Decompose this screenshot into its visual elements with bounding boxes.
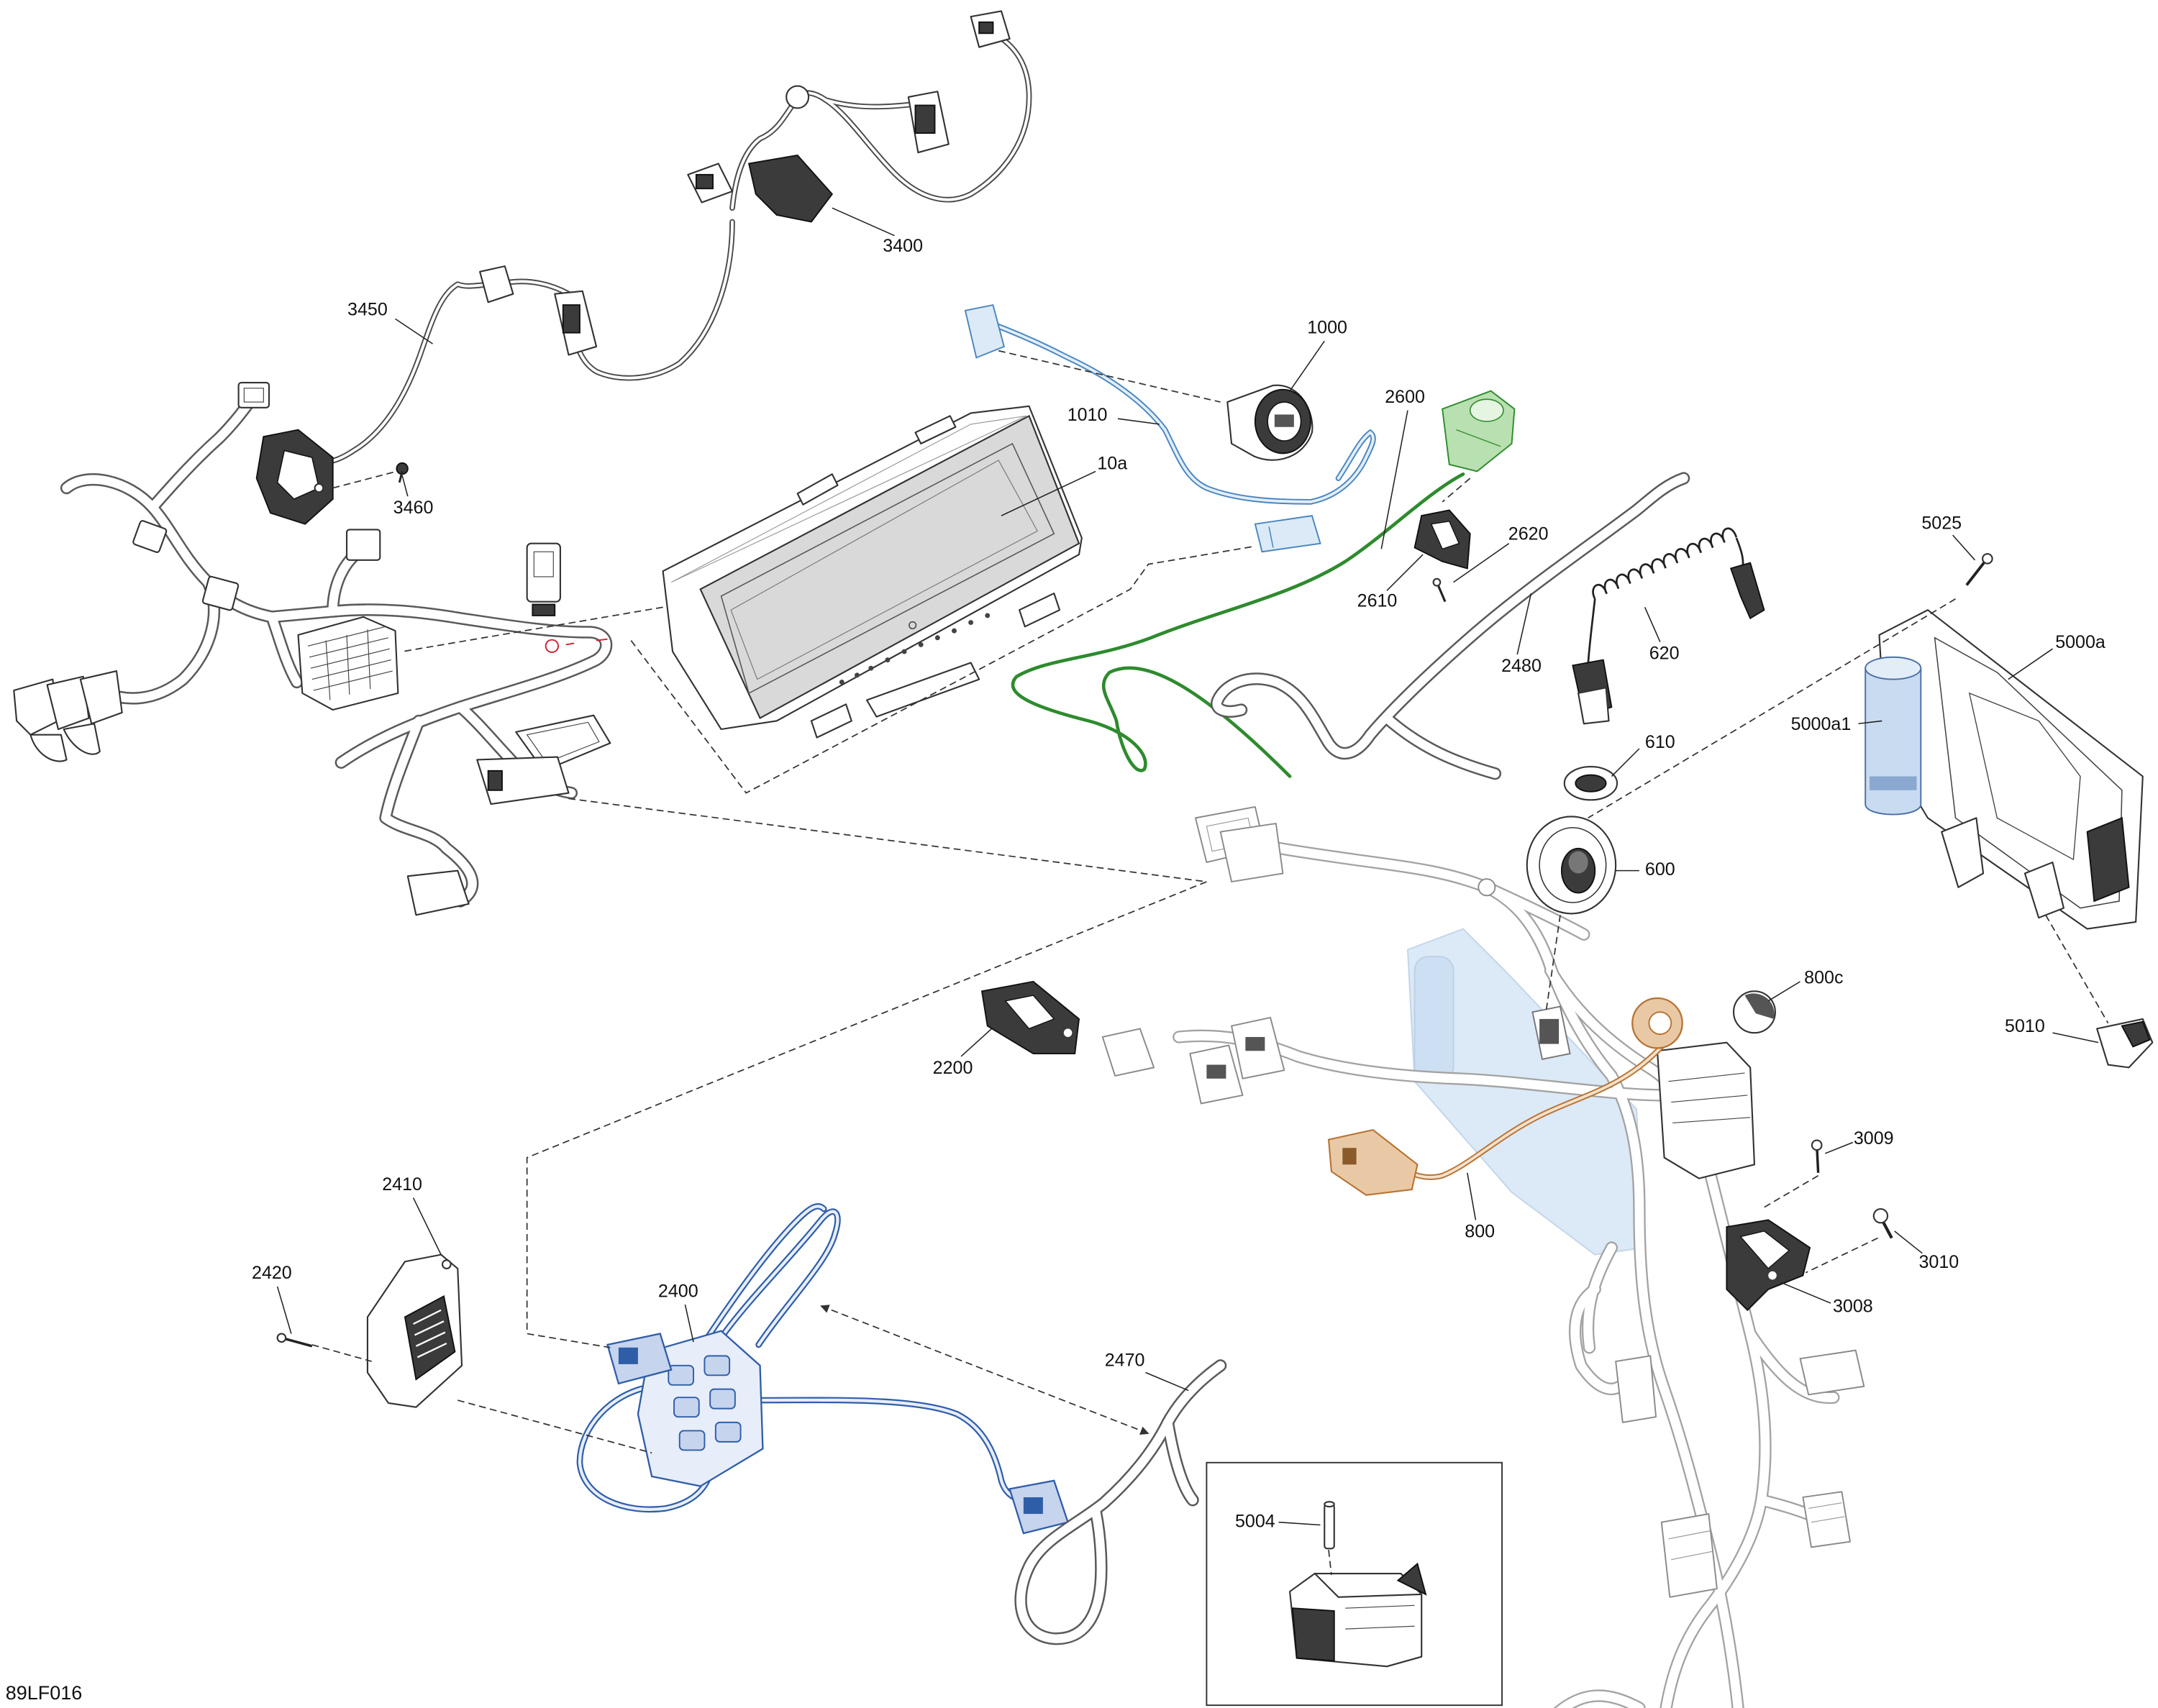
label-610: 610 <box>1645 732 1675 752</box>
part-610-ring <box>1563 765 1618 801</box>
relay-box <box>1656 1041 1756 1179</box>
part-labels: 3400 3450 3460 1000 1010 10a 2600 2620 2… <box>6 236 2105 1704</box>
part-2200-sensor <box>980 980 1080 1055</box>
label-3460: 3460 <box>393 498 434 518</box>
part-800-wire <box>1327 997 1683 1196</box>
label-2420: 2420 <box>252 1263 292 1283</box>
part-3460-module <box>255 429 334 525</box>
label-2410: 2410 <box>382 1174 422 1195</box>
label-2600: 2600 <box>1385 387 1425 407</box>
relay-5004 <box>1288 1562 1427 1668</box>
label-1000: 1000 <box>1307 318 1347 338</box>
part-2420-screw <box>276 1333 313 1348</box>
label-2200: 2200 <box>933 1058 973 1078</box>
part-5025-screw <box>1965 553 1993 586</box>
label-1010: 1010 <box>1067 405 1108 425</box>
inset-box <box>1206 1461 1503 1707</box>
label-10a: 10a <box>1097 453 1127 473</box>
part-2400-switch-harness <box>580 1206 1070 1535</box>
label-800c: 800c <box>1804 968 1843 988</box>
label-5004: 5004 <box>1235 1511 1275 1531</box>
part-1000-socket <box>1226 384 1314 461</box>
label-800: 800 <box>1465 1221 1495 1241</box>
instrument-harness <box>13 382 610 916</box>
part-2600-wire <box>1011 390 1516 778</box>
label-2470: 2470 <box>1105 1351 1145 1371</box>
instrument-cluster-10a <box>662 405 1083 739</box>
label-620: 620 <box>1649 644 1680 664</box>
part-800c-cap <box>1732 990 1776 1034</box>
label-3008: 3008 <box>1833 1297 1873 1317</box>
part-2620-screw <box>1432 577 1447 603</box>
harness-3400-3450 <box>312 10 1029 462</box>
main-harness <box>1179 805 1865 1708</box>
part-3010-screw <box>1872 1207 1893 1239</box>
part-620-coiled-cord <box>1572 527 1765 725</box>
part-3008-bracket <box>1726 1219 1811 1312</box>
part-5004-pin <box>1324 1501 1335 1550</box>
label-5010: 5010 <box>2005 1016 2045 1036</box>
label-3010: 3010 <box>1919 1252 1959 1272</box>
leader-lines <box>276 207 2099 1526</box>
label-5000a1: 5000a1 <box>1791 714 1852 734</box>
label-5000a: 5000a <box>2055 632 2105 652</box>
part-1010-wire <box>964 303 1373 553</box>
label-600: 600 <box>1645 859 1675 880</box>
drawing-code: 89LF016 <box>6 1682 83 1704</box>
label-2620: 2620 <box>1508 524 1549 544</box>
part-3460-screw <box>396 462 409 483</box>
label-5025: 5025 <box>1921 513 1962 533</box>
part-5000a1-cylinder <box>1865 656 1922 816</box>
part-5010-clip <box>2096 1018 2154 1069</box>
label-2610: 2610 <box>1357 590 1398 611</box>
label-2400: 2400 <box>658 1281 698 1301</box>
part-600-switch-base <box>1526 816 1617 915</box>
label-3450: 3450 <box>347 299 388 319</box>
label-3400: 3400 <box>883 236 923 256</box>
part-2410-cover <box>366 1253 463 1408</box>
label-3009: 3009 <box>1854 1128 1894 1148</box>
dashed-assembly-lines <box>311 350 2109 1576</box>
part-5000a-module <box>1878 609 2144 930</box>
label-2480: 2480 <box>1501 656 1542 676</box>
connectors-2200 <box>1101 1017 1285 1105</box>
part-2610-bracket <box>1413 509 1471 570</box>
part-3009-screw <box>1811 1139 1823 1173</box>
